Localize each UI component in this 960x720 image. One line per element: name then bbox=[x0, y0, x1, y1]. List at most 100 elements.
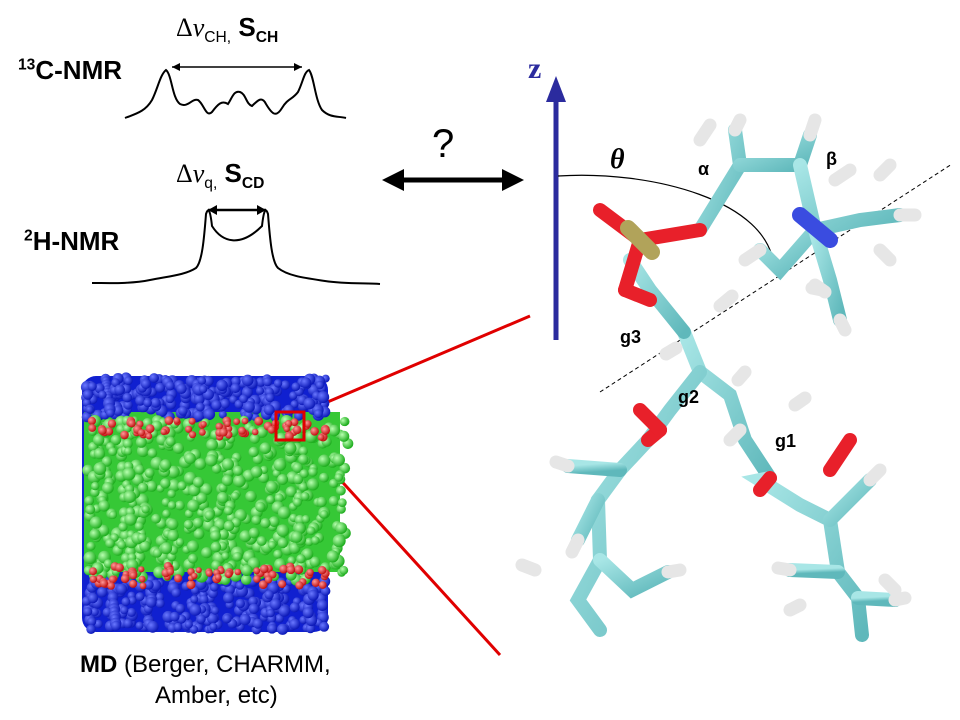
h2-label-text: H-NMR bbox=[32, 226, 120, 256]
atom-sphere bbox=[134, 464, 145, 475]
atom-sphere bbox=[280, 380, 290, 390]
atom-sphere bbox=[207, 613, 218, 624]
atom-sphere bbox=[306, 568, 314, 577]
atom-sphere bbox=[267, 623, 277, 634]
atom-sphere bbox=[317, 391, 330, 404]
angle-arc bbox=[557, 174, 775, 269]
atom-sphere bbox=[233, 418, 241, 425]
atom-sphere bbox=[139, 582, 147, 590]
atom-sphere bbox=[145, 433, 153, 440]
atom-sphere bbox=[305, 623, 316, 634]
atom-sphere bbox=[299, 469, 309, 479]
atom-sphere bbox=[250, 466, 263, 478]
atom-sphere bbox=[94, 619, 103, 629]
atom-sphere bbox=[199, 385, 208, 394]
atom-sphere bbox=[216, 454, 225, 463]
z-axis bbox=[546, 76, 566, 340]
atom-sphere bbox=[263, 404, 275, 416]
atom-sphere bbox=[268, 541, 277, 550]
molecule-model bbox=[515, 113, 922, 642]
atom-sphere bbox=[262, 377, 273, 387]
md-caption-bold: MD bbox=[80, 651, 118, 678]
atom-sphere bbox=[256, 426, 268, 438]
atom-sphere bbox=[289, 618, 300, 630]
atom-sphere bbox=[111, 378, 121, 388]
atom-sphere bbox=[267, 425, 276, 434]
atom-sphere bbox=[107, 419, 117, 428]
atom-sphere bbox=[260, 564, 269, 574]
atom-sphere bbox=[167, 529, 179, 542]
atom-sphere bbox=[137, 533, 147, 543]
atom-sphere bbox=[143, 398, 152, 408]
atom-sphere bbox=[277, 474, 289, 485]
atom-sphere bbox=[166, 568, 174, 576]
atom-sphere bbox=[319, 472, 329, 483]
atom-sphere bbox=[193, 394, 205, 405]
atom-sphere bbox=[284, 442, 297, 455]
atom-sphere bbox=[122, 467, 136, 481]
md-caption-methods: (Berger, CHARMM, bbox=[117, 651, 331, 678]
atom-sphere bbox=[117, 540, 127, 550]
atom-sphere bbox=[138, 575, 146, 583]
atom-sphere bbox=[311, 536, 320, 545]
atom-sphere bbox=[98, 500, 110, 512]
atom-sphere bbox=[215, 422, 223, 431]
atom-sphere bbox=[151, 513, 162, 524]
atom-sphere bbox=[196, 614, 206, 624]
c13-splitting-label: ΔνCH, SCH bbox=[176, 14, 278, 46]
atom-sphere bbox=[214, 573, 222, 581]
atom-sphere bbox=[97, 524, 110, 537]
atom-sphere bbox=[308, 467, 318, 477]
atom-sphere bbox=[195, 567, 202, 574]
atom-sphere bbox=[159, 459, 172, 471]
atom-sphere bbox=[98, 426, 107, 435]
atom-sphere bbox=[332, 453, 346, 467]
h2-nu-symbol: ν bbox=[192, 159, 205, 188]
atom-sphere bbox=[98, 390, 107, 399]
question-mark: ? bbox=[432, 122, 455, 166]
c13-delta-symbol: Δ bbox=[176, 13, 193, 42]
atom-sphere bbox=[120, 574, 130, 583]
atom-sphere bbox=[155, 382, 166, 393]
atom-sphere bbox=[238, 426, 246, 435]
atom-sphere bbox=[230, 383, 241, 394]
atom-sphere bbox=[277, 623, 289, 635]
atom-sphere bbox=[135, 592, 145, 601]
atom-sphere bbox=[167, 479, 181, 492]
atom-sphere bbox=[120, 430, 129, 440]
atom-sphere bbox=[83, 551, 97, 565]
atom-sphere bbox=[167, 518, 179, 530]
atom-sphere bbox=[239, 530, 252, 543]
atom-sphere bbox=[173, 622, 183, 632]
atom-sphere bbox=[318, 581, 327, 589]
atom-sphere bbox=[276, 524, 290, 537]
beta-label: β bbox=[826, 149, 837, 169]
atom-sphere bbox=[89, 516, 103, 529]
atom-sphere bbox=[188, 553, 198, 564]
atom-sphere bbox=[223, 592, 234, 604]
atom-sphere bbox=[241, 417, 249, 425]
atom-sphere bbox=[301, 515, 311, 524]
double-arrow bbox=[382, 169, 524, 191]
atom-sphere bbox=[223, 506, 234, 516]
atom-sphere bbox=[89, 575, 98, 583]
atom-sphere bbox=[292, 474, 304, 485]
atom-sphere bbox=[326, 550, 339, 563]
atom-sphere bbox=[251, 515, 262, 525]
atom-sphere bbox=[235, 598, 245, 609]
atom-sphere bbox=[139, 540, 151, 552]
zoom-box bbox=[274, 410, 306, 442]
atom-sphere bbox=[290, 531, 303, 543]
atom-sphere bbox=[137, 429, 145, 437]
atom-sphere bbox=[124, 447, 133, 456]
atom-sphere bbox=[90, 607, 99, 617]
atom-sphere bbox=[248, 446, 259, 458]
c13-label-text: C-NMR bbox=[35, 55, 123, 85]
atom-sphere bbox=[150, 397, 161, 408]
atom-sphere bbox=[243, 401, 255, 413]
atom-sphere bbox=[144, 468, 155, 478]
atom-sphere bbox=[224, 584, 235, 595]
atom-sphere bbox=[338, 430, 350, 442]
atom-sphere bbox=[93, 434, 105, 446]
atom-sphere bbox=[249, 433, 260, 444]
